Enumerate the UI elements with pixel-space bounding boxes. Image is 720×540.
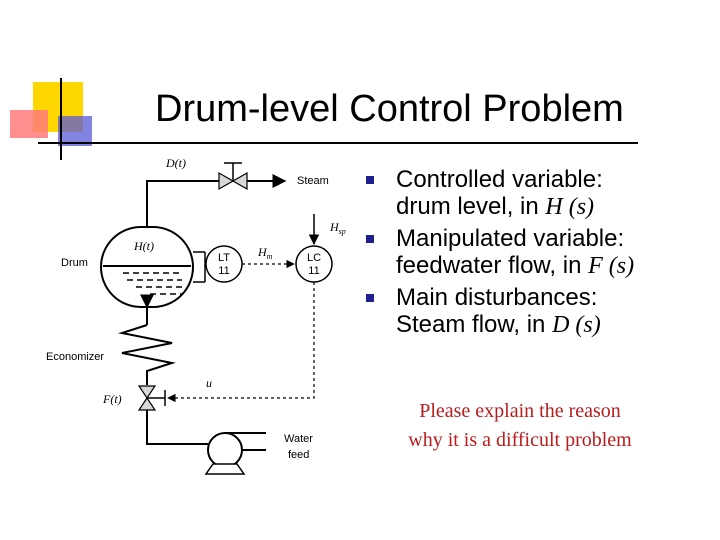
steam-disturbance-label: D(t) bbox=[165, 156, 186, 170]
bullet-line2: feedwater flow, in F (s) bbox=[396, 252, 635, 279]
lc-tag: LC bbox=[307, 252, 321, 264]
bullet-list: Controlled variable: drum level, in H (s… bbox=[366, 166, 716, 343]
bullet-marker bbox=[366, 235, 374, 243]
water-feed-label-2: feed bbox=[288, 449, 309, 461]
bullet-item: Manipulated variable: feedwater flow, in… bbox=[366, 225, 716, 280]
steam-valve-icon bbox=[218, 162, 248, 191]
decor-red-square bbox=[10, 110, 48, 138]
controller-output-label: u bbox=[206, 376, 212, 390]
bullet-marker bbox=[366, 294, 374, 302]
bullet-line1: Manipulated variable: bbox=[396, 225, 625, 252]
note-line2: why it is a difficult problem bbox=[408, 429, 632, 451]
measurement-label: Hm bbox=[257, 245, 273, 261]
steam-pipe bbox=[146, 174, 287, 227]
economizer-label: Economizer bbox=[46, 351, 104, 363]
feedwater-pipe bbox=[146, 410, 208, 445]
lt-tag: LT bbox=[218, 252, 230, 264]
lt-number: 11 bbox=[218, 265, 229, 277]
feed-flow-label: F(t) bbox=[102, 392, 122, 406]
note-line1: Please explain the reason bbox=[419, 400, 621, 422]
bullet-line2: Steam flow, in D (s) bbox=[396, 311, 601, 338]
steam-label: Steam bbox=[297, 175, 329, 187]
question-note: Please explain the reason why it is a di… bbox=[370, 397, 670, 455]
bullet-line2: drum level, in H (s) bbox=[396, 193, 595, 220]
water-hatch bbox=[123, 272, 182, 295]
feedwater-valve-icon bbox=[137, 385, 166, 411]
bullet-line1: Main disturbances: bbox=[396, 284, 598, 311]
bullet-marker bbox=[366, 176, 374, 184]
bullet-item: Controlled variable: drum level, in H (s… bbox=[366, 166, 716, 221]
lc-number: 11 bbox=[308, 265, 319, 277]
water-feed-label-1: Water bbox=[284, 433, 313, 445]
decor-blue-square bbox=[58, 116, 92, 146]
level-label: H(t) bbox=[133, 239, 154, 253]
decor-vertical-line bbox=[60, 78, 62, 160]
pump-icon bbox=[204, 432, 266, 475]
drum-label: Drum bbox=[61, 257, 88, 269]
economizer-coil bbox=[118, 324, 176, 385]
controller-output-signal bbox=[167, 282, 315, 403]
decor-horizontal-line bbox=[38, 142, 638, 144]
bullet-item: Main disturbances: Steam flow, in D (s) bbox=[366, 284, 716, 339]
setpoint-label: Hsp bbox=[329, 220, 346, 236]
page-title: Drum-level Control Problem bbox=[155, 88, 624, 130]
bullet-line1: Controlled variable: bbox=[396, 166, 603, 193]
